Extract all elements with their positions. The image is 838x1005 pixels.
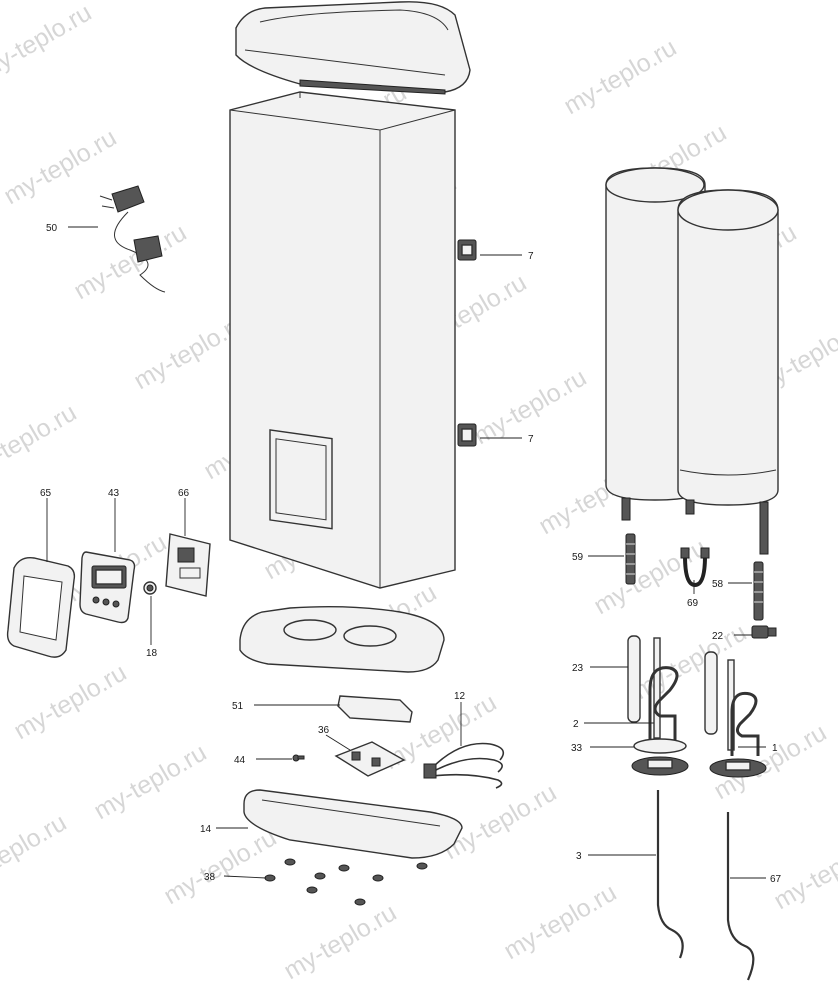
callout-51: 51: [232, 701, 244, 712]
callout-43: 43: [108, 488, 120, 499]
watermark: my-teplo.ru: [769, 828, 838, 915]
callout-44: 44: [234, 755, 246, 766]
watermark: my-teplo.ru: [279, 898, 401, 985]
callout-66: 66: [178, 488, 190, 499]
wall-bracket-top: [457, 239, 477, 261]
connector-hose-69: [680, 547, 710, 588]
watermark: my-teplo.ru: [559, 33, 681, 120]
callout-36: 36: [318, 725, 330, 736]
wall-bracket-bottom: [457, 423, 477, 447]
watermark: my-teplo.ru: [69, 218, 191, 305]
watermark: my-teplo.ru: [0, 398, 81, 485]
callout-38: 38: [204, 872, 216, 883]
knob-18: [143, 581, 157, 595]
safety-valve-22: [751, 625, 777, 639]
callout-59: 59: [572, 552, 584, 563]
callout-12: 12: [454, 691, 466, 702]
leader-lines: [46, 226, 766, 879]
callout-69: 69: [687, 598, 699, 609]
control-board-66: [165, 533, 211, 597]
wiring-harness-12: [423, 742, 505, 789]
heating-element-right: [709, 659, 767, 778]
feet-38: [264, 858, 428, 906]
callout-18: 18: [146, 648, 158, 659]
watermark: my-teplo.ru: [9, 658, 131, 745]
callout-23: 23: [572, 663, 584, 674]
callout-14: 14: [200, 824, 212, 835]
front-frame-65: [6, 557, 76, 658]
control-panel-43: [79, 551, 136, 624]
magnesium-anode-left: [627, 635, 641, 723]
heating-element-left: [631, 637, 689, 776]
tank-front: [677, 189, 779, 555]
callout-2: 2: [573, 719, 579, 730]
callout-50: 50: [46, 223, 58, 234]
callout-22: 22: [712, 631, 724, 642]
callout-3: 3: [576, 851, 582, 862]
watermark: my-teplo.ru: [499, 878, 621, 965]
thermostat-probe-3: [656, 790, 684, 959]
main-casing: [229, 91, 456, 589]
power-cord: [99, 185, 166, 293]
callout-65: 65: [40, 488, 52, 499]
callout-labels: 50 7 7 65 43 66 18 51 36 12 44 14 38 59 …: [40, 223, 782, 885]
watermark: my-teplo.ru: [89, 738, 211, 825]
screw-44: [292, 754, 305, 762]
callout-7-lower: 7: [528, 434, 534, 445]
thermostat-probe-67: [726, 812, 755, 981]
power-board-36: [334, 741, 406, 777]
dielectric-insert-58: [753, 561, 764, 621]
magnesium-anode-right: [704, 651, 718, 735]
callout-58: 58: [712, 579, 724, 590]
bottom-cover-14: [243, 789, 463, 859]
watermark: my-teplo.ru: [0, 0, 96, 85]
callout-7-upper: 7: [528, 251, 534, 262]
access-window: [269, 429, 333, 530]
dielectric-insert-59: [625, 533, 636, 585]
callout-1: 1: [772, 743, 778, 754]
watermark: my-teplo.ru: [159, 823, 281, 910]
callout-67: 67: [770, 874, 782, 885]
top-cover: [235, 1, 471, 95]
lower-chassis: [239, 605, 445, 673]
watermark: my-teplo.ru: [0, 808, 71, 895]
callout-33: 33: [571, 743, 583, 754]
cover-51: [337, 695, 413, 723]
